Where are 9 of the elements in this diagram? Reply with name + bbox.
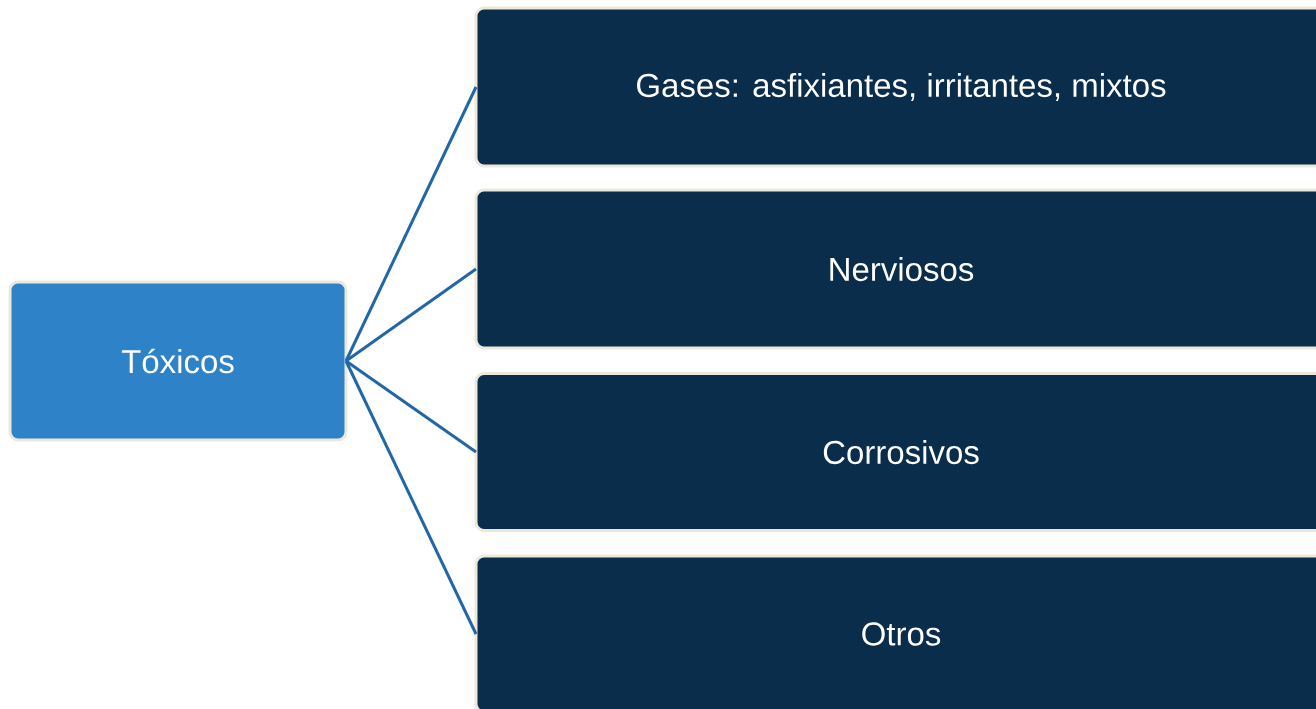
category-box: Nerviosos bbox=[474, 188, 1316, 350]
connector-line bbox=[345, 267, 477, 363]
topic-box: Tóxicos bbox=[8, 280, 348, 442]
connector-line bbox=[345, 359, 477, 454]
category-box: Gases: asfixiantes, irritantes, mixtos bbox=[474, 6, 1316, 168]
category-box: Otros bbox=[474, 554, 1316, 709]
category-box: Corrosivos bbox=[474, 372, 1316, 532]
connector-line bbox=[344, 86, 478, 362]
connector-line bbox=[344, 360, 478, 635]
